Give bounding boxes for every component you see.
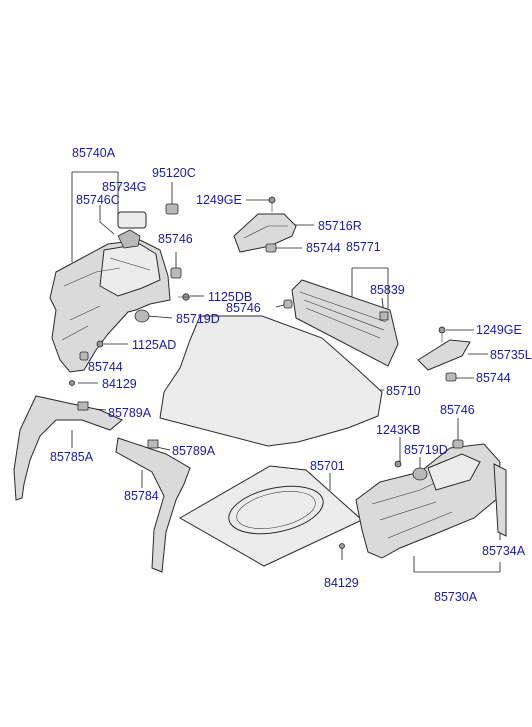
label-85789A-2[interactable]: 85789A [172, 444, 216, 458]
label-85746-mid[interactable]: 85746 [226, 301, 261, 315]
label-85701[interactable]: 85701 [310, 459, 345, 473]
label-85789A-1[interactable]: 85789A [108, 406, 152, 420]
label-85710[interactable]: 85710 [386, 384, 421, 398]
clip-85744-top [265, 243, 277, 253]
label-85734G[interactable]: 85734G [102, 180, 147, 194]
label-85740A[interactable]: 85740A [72, 146, 116, 160]
label-1243KB[interactable]: 1243KB [376, 423, 421, 437]
plug-84129-left [69, 380, 75, 386]
label-85744-top[interactable]: 85744 [306, 241, 341, 255]
label-84129-bottom[interactable]: 84129 [324, 576, 359, 590]
label-85746C[interactable]: 85746C [76, 193, 120, 207]
clip-85744-right [445, 372, 457, 382]
spare-wheel-mat-85701 [178, 465, 363, 567]
label-85730A[interactable]: 85730A [434, 590, 478, 604]
trim-85785A [13, 395, 123, 501]
label-1249GE-right[interactable]: 1249GE [476, 323, 522, 337]
label-85839[interactable]: 85839 [370, 283, 405, 297]
label-85734A[interactable]: 85734A [482, 544, 526, 558]
right-side-trim-85730A [355, 443, 501, 559]
cover-85735L [417, 339, 471, 371]
label-85771[interactable]: 85771 [346, 240, 381, 254]
clip-85719D-left [134, 309, 150, 323]
clip-95120C [165, 203, 179, 215]
screw-1249GE-top [268, 196, 276, 212]
plug-84129-bottom [339, 543, 345, 549]
bolt-1125AD [96, 340, 104, 348]
label-85719D-right[interactable]: 85719D [404, 443, 448, 457]
clip-85746-mid [283, 299, 293, 309]
bolt-1125DB [178, 293, 190, 301]
trim-85784 [115, 437, 191, 573]
floor-mat-85710 [159, 315, 383, 447]
label-1125AD[interactable]: 1125AD [132, 338, 177, 352]
label-85785A[interactable]: 85785A [50, 450, 94, 464]
panel-85734A [493, 463, 507, 537]
package-tray-85771 [291, 279, 399, 367]
screw-1249GE-right [438, 326, 446, 342]
label-85735L[interactable]: 85735L [490, 348, 532, 362]
left-side-trim-85740A [49, 211, 171, 373]
label-1125DB[interactable]: 1125DB [208, 290, 253, 304]
bolt-1243KB [394, 460, 402, 468]
clip-85744-left [79, 351, 89, 361]
clip-85746-left [170, 267, 182, 279]
label-84129-left[interactable]: 84129 [102, 377, 137, 391]
bracket-85716R [233, 213, 297, 253]
label-95120C[interactable]: 95120C [152, 166, 196, 180]
label-85716R[interactable]: 85716R [318, 219, 362, 233]
label-85719D-left[interactable]: 85719D [176, 312, 220, 326]
clip-85746-right [452, 439, 464, 449]
label-85744-right[interactable]: 85744 [476, 371, 511, 385]
clip-85719D-right [412, 467, 428, 481]
label-85746-right[interactable]: 85746 [440, 403, 475, 417]
label-85744-left[interactable]: 85744 [88, 360, 123, 374]
label-85784[interactable]: 85784 [124, 489, 159, 503]
label-1249GE-top[interactable]: 1249GE [196, 193, 242, 207]
label-85746-left[interactable]: 85746 [158, 232, 193, 246]
